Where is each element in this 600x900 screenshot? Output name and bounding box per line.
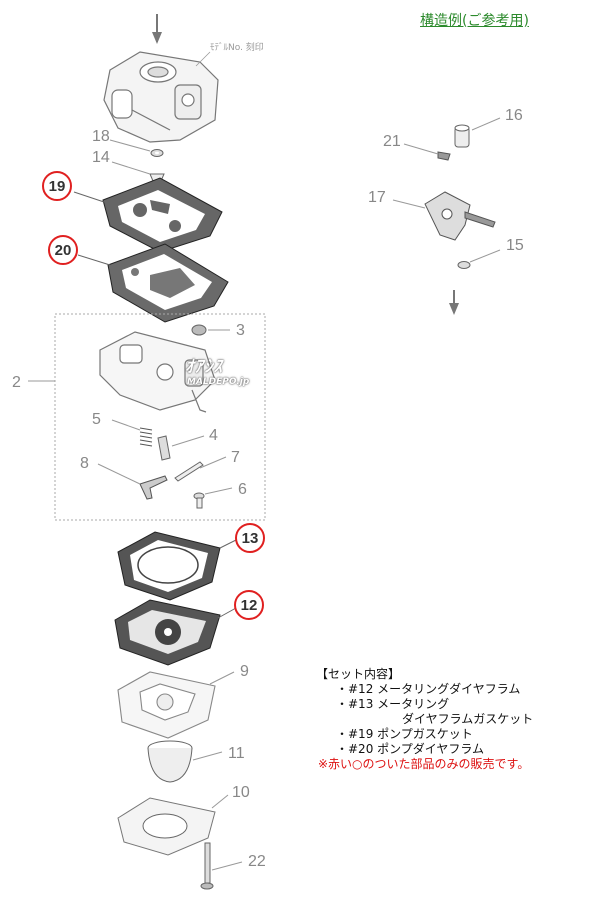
part-label-15: 15	[506, 237, 524, 254]
part-label-6: 6	[238, 481, 247, 498]
set-item-13-cont: ダイヤフラムガスケット	[402, 712, 534, 726]
part-12-metering-diaphragm	[114, 599, 237, 666]
part-label-22: 22	[248, 853, 266, 870]
part-17-throttle-lever	[392, 191, 496, 241]
part-label-14: 14	[92, 149, 110, 166]
sale-note: ※赤い○のついた部品のみの販売です。	[318, 757, 530, 771]
part-7-pin	[174, 456, 227, 482]
assembly-group-box	[54, 313, 266, 521]
part-5-spring	[111, 419, 153, 447]
highlight-circle-12: 12	[234, 590, 264, 620]
pump-body	[99, 331, 216, 413]
part-20-pump-diaphragm	[77, 243, 229, 323]
part-label-4: 4	[209, 427, 218, 444]
watermark-logo: ｵｱｼｽ MALDEPO.jp	[185, 357, 250, 387]
set-item-13: ・#13 メータリング	[336, 697, 450, 711]
part-label-18: 18	[92, 128, 110, 145]
flow-arrow-top	[152, 14, 162, 44]
diagram-title: 構造例(ご参考用)	[420, 13, 529, 29]
part-label-21: 21	[383, 133, 401, 150]
part-label-2: 2	[12, 374, 21, 391]
part-label-13: 13	[242, 530, 259, 547]
part-label-17: 17	[368, 189, 386, 206]
set-item-12: ・#12 メータリングダイヤフラム	[336, 682, 521, 696]
set-contents-title: 【セット内容】	[316, 667, 401, 681]
part-9-cover	[117, 671, 235, 739]
part-label-8: 8	[80, 455, 89, 472]
part-10-retainer	[117, 794, 229, 856]
highlight-circle-13: 13	[235, 523, 265, 553]
part-label-5: 5	[92, 411, 101, 428]
highlight-circle-20: 20	[48, 235, 78, 265]
part-18-washer	[109, 139, 164, 157]
carburetor-body	[103, 51, 219, 143]
part-19-pump-gasket	[73, 177, 223, 253]
part-3-cap	[191, 324, 230, 336]
part-label-16: 16	[505, 107, 523, 124]
part-16-cap	[454, 117, 501, 148]
part-4-needle	[157, 435, 205, 461]
engraving-note: ﾓﾃﾞﾙNo. 刻印	[210, 41, 264, 53]
part-11-primer-bulb	[147, 740, 223, 783]
part-6-screw	[193, 487, 233, 509]
part-14-spacer	[111, 161, 165, 182]
part-label-9: 9	[240, 663, 249, 680]
part-22-bolt	[200, 842, 243, 890]
part-label-12: 12	[241, 597, 258, 614]
set-contents-box: 【セット内容】 ・#12 メータリングダイヤフラム ・#13 メータリング ダイ…	[316, 667, 598, 772]
flow-arrow-right	[449, 290, 459, 315]
part-label-7: 7	[231, 449, 240, 466]
part-label-10: 10	[232, 784, 250, 801]
part-8-lever	[97, 463, 168, 500]
set-item-19: ・#19 ポンプガスケット	[336, 727, 473, 741]
part-label-20: 20	[55, 242, 72, 259]
set-item-20: ・#20 ポンプダイヤフラム	[336, 742, 485, 756]
part-label-3: 3	[236, 322, 245, 339]
highlight-circle-19: 19	[42, 171, 72, 201]
part-label-19: 19	[49, 178, 66, 195]
part-21-screw	[403, 143, 451, 161]
part-label-11: 11	[228, 745, 245, 762]
part-13-metering-gasket	[117, 531, 237, 601]
part-15-washer	[457, 249, 501, 269]
